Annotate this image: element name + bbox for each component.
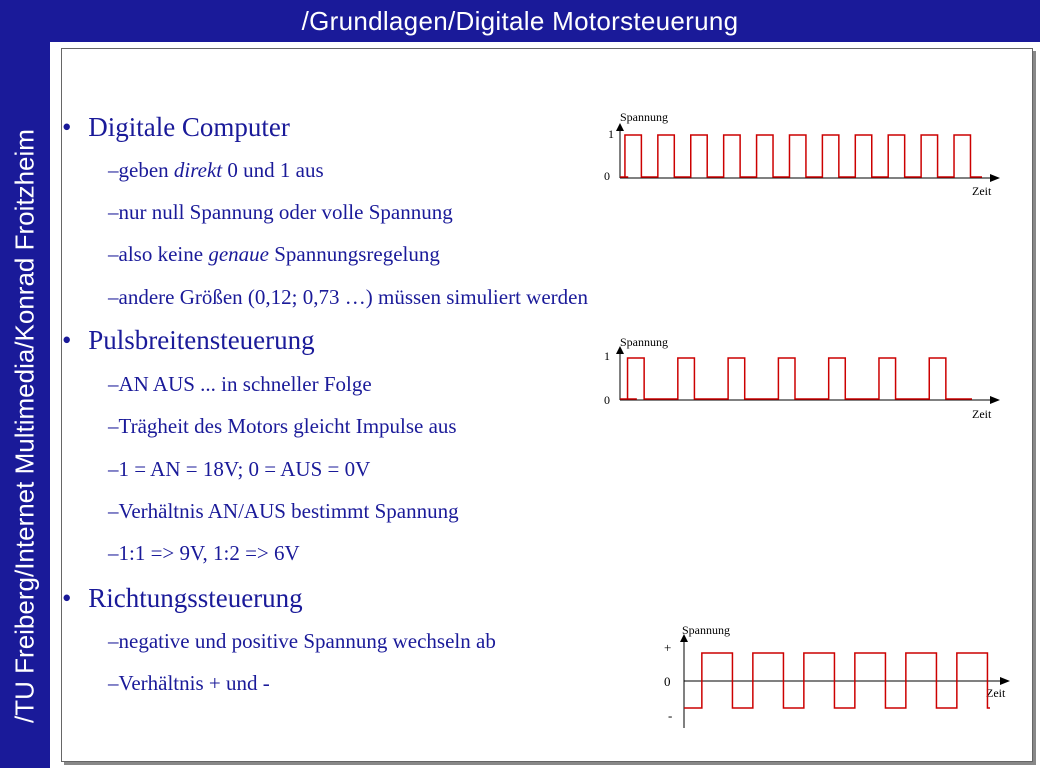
dash: –	[108, 285, 119, 309]
signal-line	[684, 652, 990, 709]
y-tick-0: 0	[604, 393, 610, 407]
sidebar-footer-text: /TU Freiberg/Internet Multimedia/Konrad …	[9, 129, 40, 723]
subitem-text: nur null Spannung oder volle Spannung	[118, 200, 453, 224]
bullet-dot: •	[62, 325, 72, 355]
y-axis-arrow	[616, 123, 624, 131]
subitem-text: also keine	[118, 242, 209, 266]
dash: –	[108, 242, 119, 266]
subitem-text: 1:1 => 9V, 1:2 => 6V	[118, 541, 300, 565]
subitem: –geben direkt 0 und 1 aus	[108, 158, 324, 183]
dash: –	[108, 200, 119, 224]
y-tick-0: 0	[604, 169, 610, 183]
signal-line	[620, 357, 972, 400]
y-tick-zero: 0	[664, 674, 671, 689]
dash: –	[108, 671, 119, 695]
y-axis-label: Spannung	[620, 110, 668, 124]
subitem-text: Verhältnis AN/AUS bestimmt Spannung	[118, 499, 459, 523]
y-axis-arrow	[616, 346, 624, 354]
bullet-label: Pulsbreitensteuerung	[88, 325, 315, 355]
x-axis-arrow	[990, 396, 1000, 404]
dash: –	[108, 499, 119, 523]
subitem: –1:1 => 9V, 1:2 => 6V	[108, 541, 300, 566]
x-axis-label: Zeit	[986, 686, 1006, 700]
sidebar: /TU Freiberg/Internet Multimedia/Konrad …	[0, 42, 50, 768]
subitem: –Verhältnis AN/AUS bestimmt Spannung	[108, 499, 459, 524]
direction-chart: Spannung + 0 - Zeit	[664, 623, 1010, 728]
y-axis-arrow	[680, 634, 688, 642]
dash: –	[108, 629, 119, 653]
bullet-richtungssteuerung: • Richtungssteuerung	[62, 583, 303, 614]
subitem: –Trägheit des Motors gleicht Impulse aus	[108, 414, 457, 439]
subitem-text: andere Größen (0,12; 0,73 …) müssen simu…	[118, 285, 588, 309]
y-tick-1: 1	[608, 127, 614, 141]
dash: –	[108, 414, 119, 438]
slide-frame	[61, 48, 1033, 762]
bullet-dot: •	[62, 583, 72, 613]
bullet-digitale-computer: • Digitale Computer	[62, 112, 290, 143]
subitem: –AN AUS ... in schneller Folge	[108, 372, 372, 397]
dash: –	[108, 541, 119, 565]
subitem-text: 1 = AN = 18V; 0 = AUS = 0V	[118, 457, 371, 481]
subitem-text: geben	[118, 158, 174, 182]
dash: –	[108, 158, 119, 182]
bullet-label: Richtungssteuerung	[88, 583, 303, 613]
subitem-text: Spannungsregelung	[268, 242, 440, 266]
dash: –	[108, 457, 119, 481]
subitem: –negative und positive Spannung wechseln…	[108, 629, 496, 654]
page-title: /Grundlagen/Digitale Motorsteuerung	[301, 6, 739, 36]
x-axis-arrow	[1000, 677, 1010, 685]
y-axis-label: Spannung	[682, 623, 730, 637]
x-axis-arrow	[990, 174, 1000, 182]
subitem-text: 0 und 1 aus	[222, 158, 324, 182]
subitem-emphasis: direkt	[173, 158, 223, 182]
y-axis-label: Spannung	[620, 335, 668, 349]
y-tick-minus: -	[668, 708, 672, 723]
bullet-pulsbreitensteuerung: • Pulsbreitensteuerung	[62, 325, 315, 356]
x-axis-label: Zeit	[972, 184, 992, 198]
subitem: –1 = AN = 18V; 0 = AUS = 0V	[108, 457, 370, 482]
y-tick-plus: +	[664, 640, 671, 655]
subitem-text: Verhältnis + und -	[118, 671, 270, 695]
subitem-text: Trägheit des Motors gleicht Impulse aus	[118, 414, 457, 438]
subitem: –andere Größen (0,12; 0,73 …) müssen sim…	[108, 285, 588, 310]
subitem-text: negative und positive Spannung wechseln …	[118, 629, 496, 653]
subitem: –Verhältnis + und -	[108, 671, 270, 696]
subitem: –nur null Spannung oder volle Spannung	[108, 200, 453, 225]
y-tick-1: 1	[604, 349, 610, 363]
dash: –	[108, 372, 119, 396]
x-axis-label: Zeit	[972, 407, 992, 421]
subitem-emphasis: genaue	[208, 242, 269, 266]
bullet-label: Digitale Computer	[88, 112, 290, 142]
bullet-dot: •	[62, 112, 72, 142]
pwm-chart-1: Spannung 1 0 Zeit	[604, 110, 1000, 198]
signal-line	[620, 134, 982, 178]
subitem-text: AN AUS ... in schneller Folge	[118, 372, 372, 396]
pwm-chart-2: Spannung 1 0 Zeit	[604, 335, 1000, 421]
subitem: –also keine genaue Spannungsregelung	[108, 242, 440, 267]
